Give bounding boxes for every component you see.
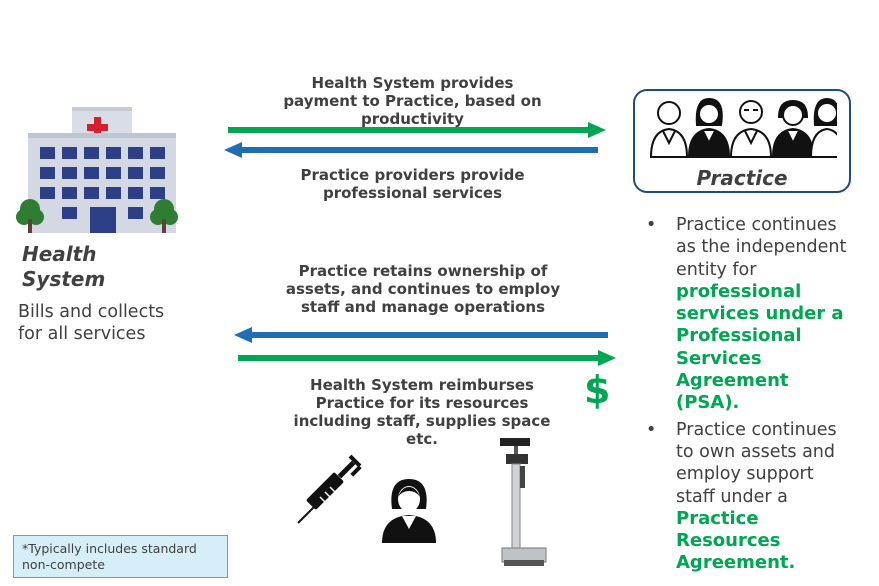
bullet-pra: • Practice continues to own assets and e… xyxy=(646,419,837,574)
scale-icon xyxy=(500,438,547,566)
footnote-box: *Typically includes standard non-compete xyxy=(13,535,228,578)
arrow-ownership-to-health-system xyxy=(234,327,608,343)
staff-person-icon xyxy=(382,479,436,543)
hospital-icon xyxy=(16,107,178,233)
practice-label: Practice xyxy=(696,166,788,190)
practice-box: Practice xyxy=(633,89,851,193)
practice-bullets: • Practice continues as the independent … xyxy=(644,214,874,579)
arrow-reimbursement-to-practice xyxy=(238,350,616,366)
arrow-payment-to-practice xyxy=(228,122,606,138)
bullet-psa: • Practice continues as the independent … xyxy=(646,215,847,414)
health-system-title: Health System xyxy=(22,242,106,291)
arrow-services-to-health-system xyxy=(224,142,598,158)
doctors-group-icon xyxy=(649,97,837,158)
health-system-description: Bills and collects for all services xyxy=(18,302,165,344)
syringe-icon xyxy=(297,454,362,524)
dollar-icon: $ xyxy=(584,368,611,412)
